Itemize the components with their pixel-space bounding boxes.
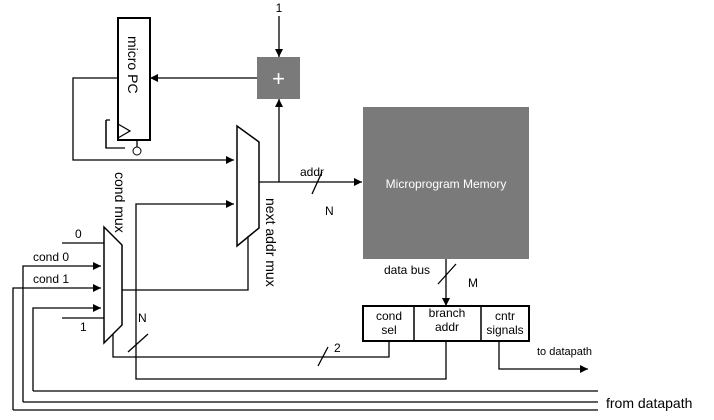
adder-block <box>257 57 300 99</box>
microprogram-memory <box>363 107 529 259</box>
data-bus-width-label: M <box>468 276 478 290</box>
branch-addr-label-1: branch <box>429 306 466 320</box>
cond-sel-label-1: cond <box>376 309 402 323</box>
data-bus-width-slash <box>437 263 457 285</box>
clock-triangle-icon <box>117 123 132 139</box>
branch-addr-label-2: addr <box>435 320 459 334</box>
cond-mux-to-next-addr-wire <box>122 236 249 291</box>
to-datapath-wire <box>498 341 588 373</box>
microprogram-memory-label: Microprogram Memory <box>386 177 507 191</box>
branch-width-slash <box>127 333 149 353</box>
branch-width-label: N <box>138 311 147 325</box>
cond-sel-label-2: sel <box>381 323 396 337</box>
cntr-signals-label-1: cntr <box>495 309 515 323</box>
cond0-wire <box>22 262 101 402</box>
cond-mux <box>103 225 123 345</box>
cntr-signals-label-2: signals <box>486 323 523 337</box>
addr-width-label: N <box>325 204 334 218</box>
loop-wire <box>72 77 234 164</box>
cond-mux-label: cond mux <box>112 172 128 233</box>
cond-sel-wire <box>112 330 390 358</box>
adder-symbol: + <box>272 66 285 91</box>
from-datapath-label: from datapath <box>606 395 692 411</box>
cond-mux-input-cond0: cond 0 <box>33 250 69 264</box>
next-addr-mux-label: next addr mux <box>263 198 279 287</box>
data-bus-label: data bus <box>384 263 430 277</box>
cond-mux-input-0: 0 <box>75 227 82 241</box>
cond-sel-width-label: 2 <box>334 341 341 355</box>
adder-increment-label: 1 <box>276 1 283 15</box>
cond1-wire <box>12 284 101 410</box>
next-addr-mux <box>236 124 260 248</box>
addr-label: addr <box>300 165 324 179</box>
micro-pc-register <box>117 17 151 141</box>
input-1-wire <box>32 304 101 391</box>
addr-width-slash <box>311 171 323 195</box>
micro-pc-label: micro PC <box>125 36 141 94</box>
cond-mux-input-cond1: cond 1 <box>33 272 69 286</box>
cond-mux-input-1: 1 <box>80 320 87 334</box>
cond-sel-width-slash <box>317 346 329 367</box>
branch-addr-wire <box>135 200 447 380</box>
to-datapath-label: to datapath <box>537 346 592 358</box>
clock-input-icon <box>132 146 142 156</box>
control-word-register <box>362 305 530 342</box>
